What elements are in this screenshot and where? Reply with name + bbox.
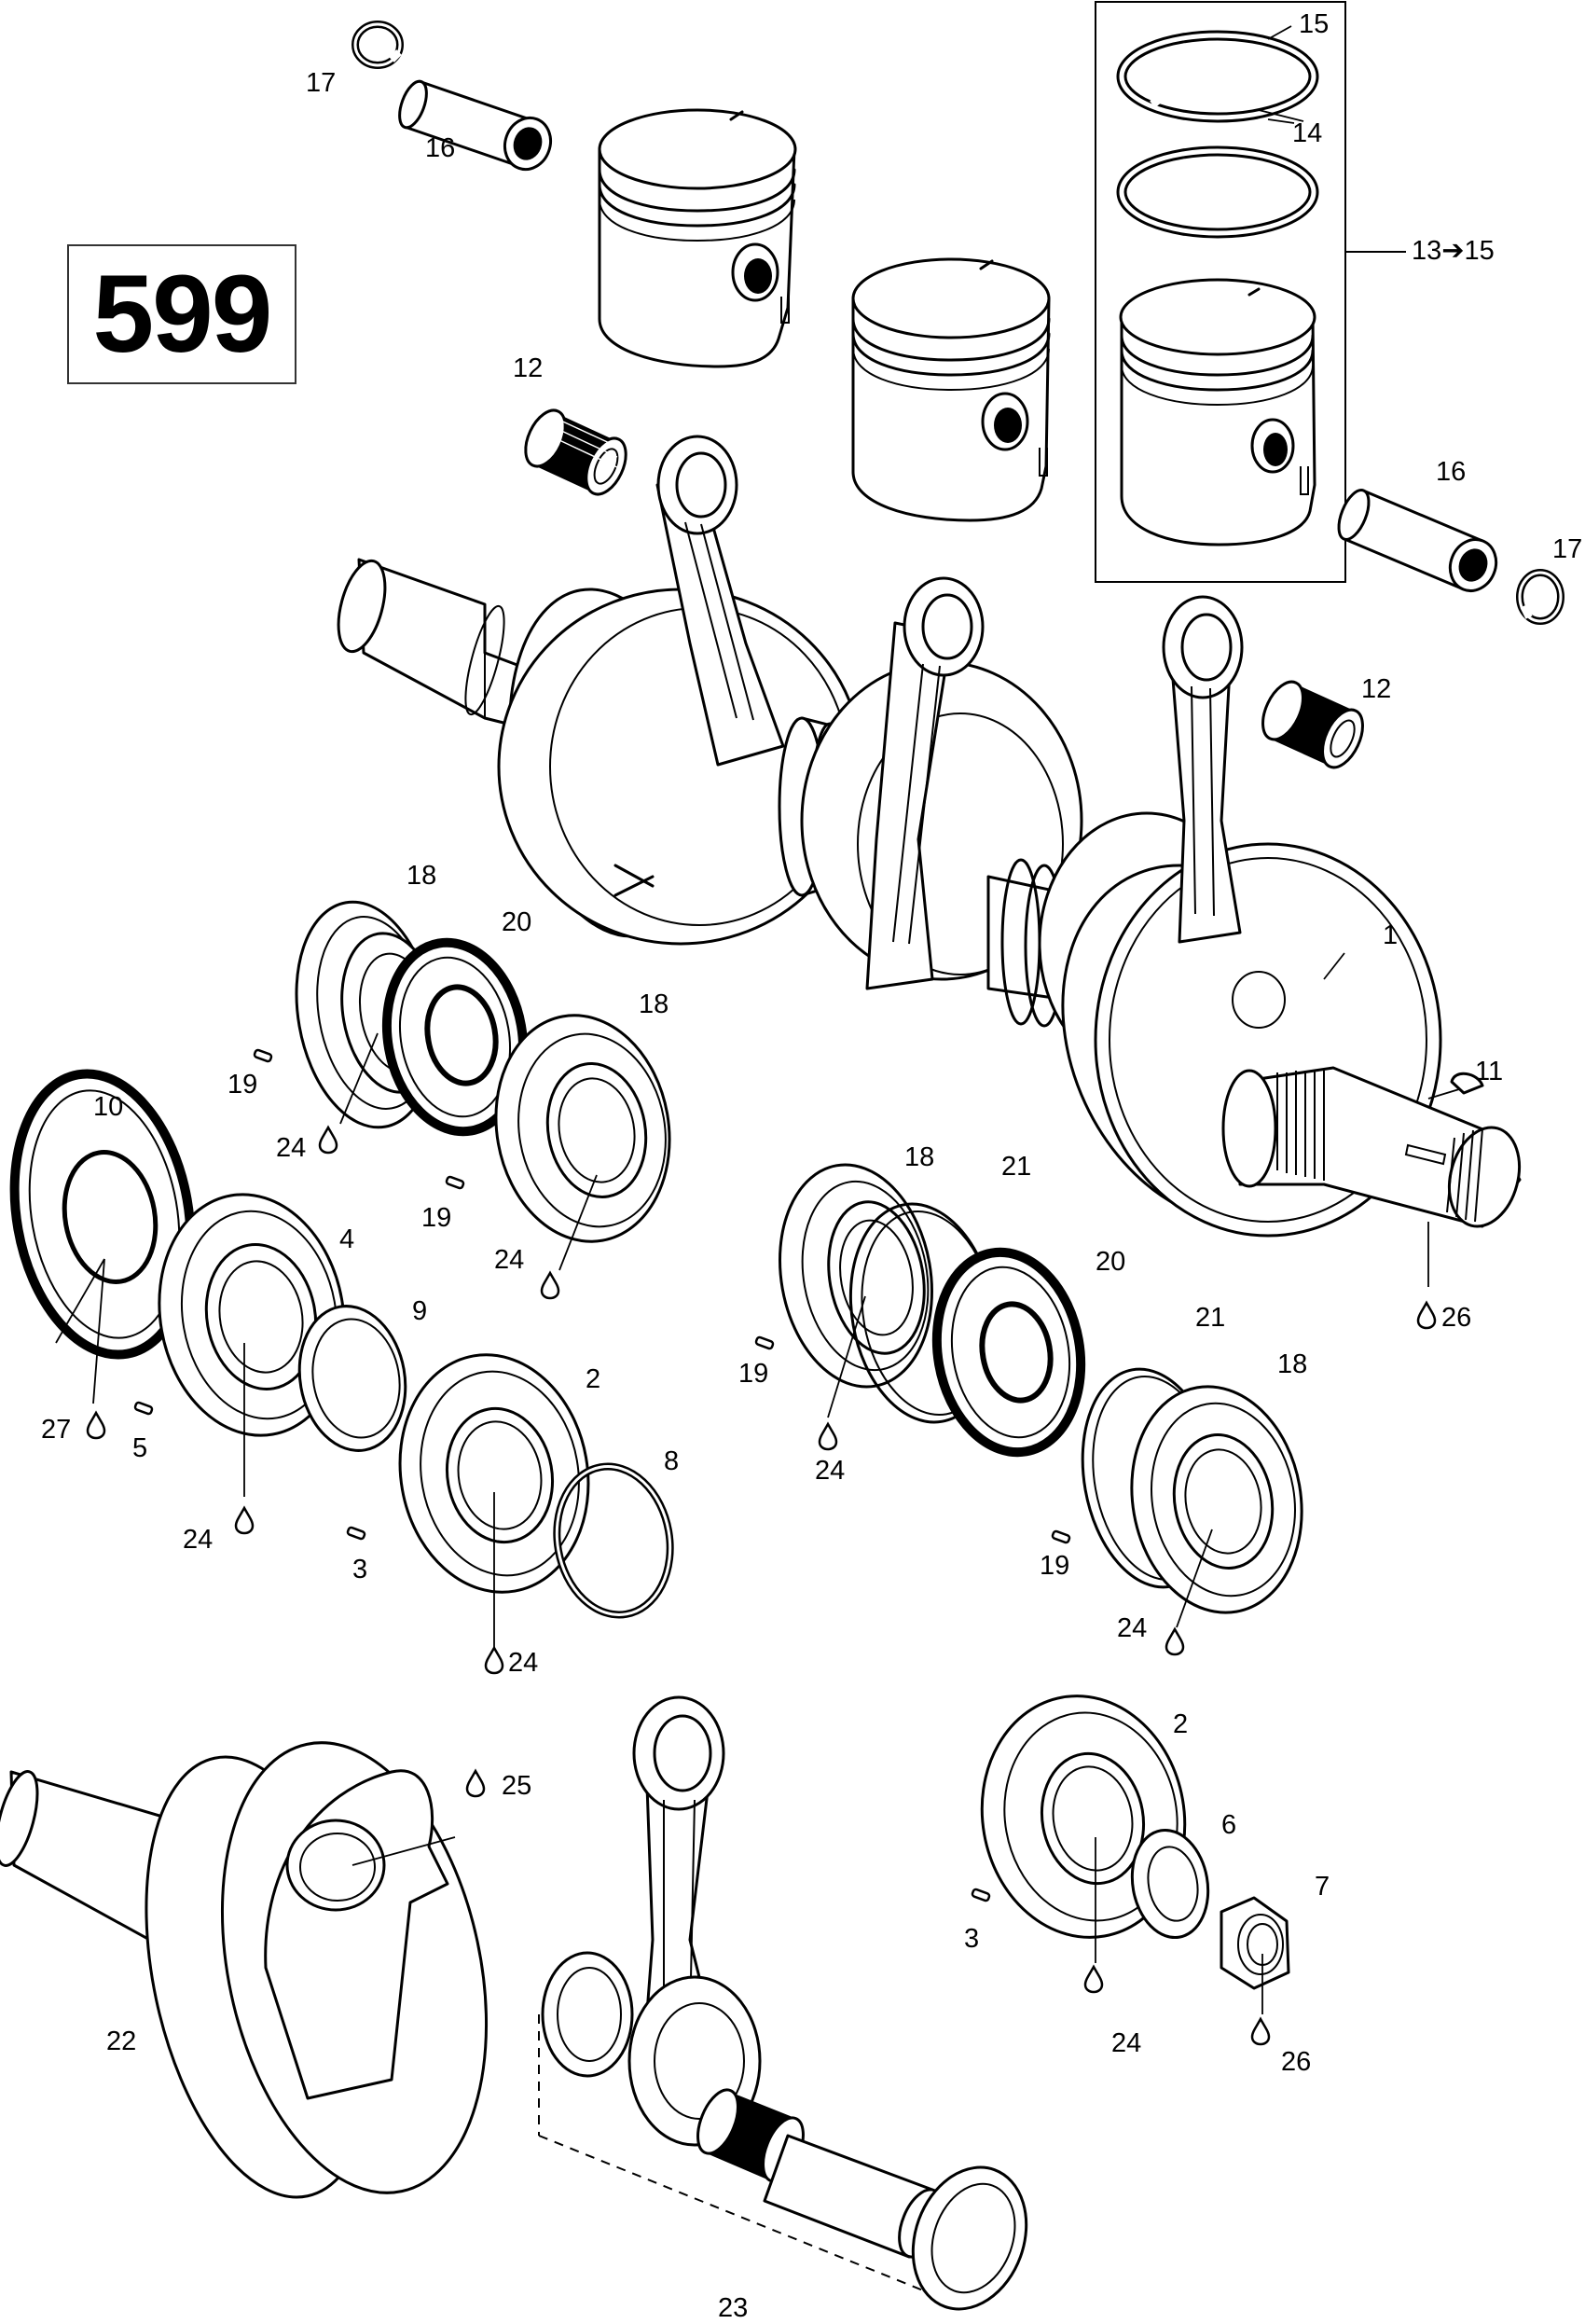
callout-27: 27 xyxy=(41,1415,71,1445)
dowel-pin-3-a xyxy=(345,1525,367,1542)
callout-13-15: 13➔15 xyxy=(1412,236,1495,266)
oil-drop-icon-f xyxy=(234,1506,255,1535)
dowel-pin-5 xyxy=(132,1400,155,1417)
piston-pin-top-left xyxy=(398,79,553,172)
oil-drop-icon-g xyxy=(1165,1627,1185,1656)
callout-2: 2 xyxy=(586,1364,600,1394)
callout-22: 22 xyxy=(106,2027,136,2056)
crankshaft-half-22 xyxy=(0,1741,489,2199)
needle-bearing-upper-left xyxy=(524,408,627,496)
callout-17: 17 xyxy=(306,68,336,98)
diagram-number-box: 599 xyxy=(67,244,296,384)
callout-25: 25 xyxy=(502,1771,531,1801)
dowel-pin-19-c xyxy=(753,1335,776,1351)
dowel-pin-19-d xyxy=(1050,1529,1072,1545)
callout-24: 24 xyxy=(494,1245,524,1275)
piston-ring-lower xyxy=(1116,145,1319,239)
callout-1: 1 xyxy=(1383,920,1398,950)
connecting-rod-assembly-23 xyxy=(538,1695,1028,2311)
callout-24: 24 xyxy=(508,1648,538,1678)
needle-bearing-right xyxy=(1261,680,1364,769)
snap-ring-8 xyxy=(553,1462,674,1619)
callout-15: 15 xyxy=(1299,9,1329,39)
ball-bearing-18-lower xyxy=(494,1014,671,1243)
callout-24: 24 xyxy=(1117,1613,1147,1643)
oil-drop-icon-j xyxy=(1083,1965,1104,1994)
callout-8: 8 xyxy=(664,1446,679,1476)
callout-16: 16 xyxy=(425,133,455,163)
callout-2: 2 xyxy=(1173,1709,1188,1739)
callout-19: 19 xyxy=(1040,1551,1069,1581)
callout-6: 6 xyxy=(1221,1810,1236,1840)
leader-lines xyxy=(55,25,1460,2014)
callout-5: 5 xyxy=(132,1433,147,1463)
diagram-number: 599 xyxy=(92,253,273,376)
callout-24: 24 xyxy=(1111,2028,1141,2058)
oil-drop-icon-e xyxy=(818,1422,838,1451)
oil-drop-icon-c xyxy=(1416,1301,1437,1330)
oil-drop-icon-h xyxy=(484,1646,504,1675)
oil-drop-icon-b xyxy=(540,1271,560,1300)
callout-20: 20 xyxy=(1096,1247,1125,1277)
oil-drop-icon-a xyxy=(318,1126,338,1155)
callout-24: 24 xyxy=(183,1525,213,1555)
callout-20: 20 xyxy=(502,907,531,937)
piston-ring-upper xyxy=(1116,30,1319,123)
callout-21: 21 xyxy=(1001,1152,1031,1182)
dowel-pin-19-a xyxy=(252,1047,274,1064)
callout-18: 18 xyxy=(904,1142,934,1172)
callout-labels: 1 2 2 3 3 4 5 6 7 8 9 10 11 12 12 13➔15 … xyxy=(41,9,1582,2323)
oil-drop-icon-i xyxy=(465,1769,486,1798)
oil-seal-20-upper xyxy=(381,937,529,1137)
ball-bearing-4 xyxy=(158,1193,346,1437)
callout-7: 7 xyxy=(1315,1872,1330,1902)
oil-drop-icon-k xyxy=(1250,2017,1271,2046)
ball-bearing-18-mid-upper xyxy=(779,1163,933,1389)
circlip-top-left xyxy=(351,21,404,69)
nut-7 xyxy=(1220,1896,1290,1990)
callout-24: 24 xyxy=(815,1456,845,1486)
callout-11: 11 xyxy=(1475,1057,1503,1086)
callout-24: 24 xyxy=(276,1133,306,1163)
callout-12: 12 xyxy=(513,353,543,383)
piston-kit-box xyxy=(1095,1,1346,583)
lock-washer-6 xyxy=(1130,1828,1210,1940)
callout-17: 17 xyxy=(1552,534,1582,564)
callout-12: 12 xyxy=(1361,674,1391,704)
ball-bearing-18-mid-lower xyxy=(1130,1385,1303,1614)
circlip-right xyxy=(1516,569,1564,625)
callout-4: 4 xyxy=(339,1224,354,1254)
callout-18: 18 xyxy=(1277,1349,1307,1379)
piston-left xyxy=(598,108,797,368)
oil-seal-20-mid xyxy=(931,1247,1086,1458)
callout-18: 18 xyxy=(407,861,436,891)
callout-21: 21 xyxy=(1195,1303,1225,1333)
callout-16: 16 xyxy=(1436,457,1466,487)
callout-19: 19 xyxy=(227,1070,257,1100)
piston-kit xyxy=(1119,278,1316,546)
callout-18: 18 xyxy=(639,989,668,1019)
callout-3: 3 xyxy=(964,1924,979,1954)
ball-bearing-2-left xyxy=(398,1353,590,1594)
spacer-ring-9 xyxy=(297,1305,407,1452)
oil-drop-icon-d xyxy=(86,1411,106,1440)
callout-23: 23 xyxy=(718,2293,748,2323)
crankshaft-assembly xyxy=(337,435,1522,1238)
dowel-pin-19-b xyxy=(444,1174,466,1191)
callout-19: 19 xyxy=(738,1359,768,1389)
callout-26: 26 xyxy=(1281,2047,1311,2077)
callout-10: 10 xyxy=(93,1092,123,1122)
dowel-pin-3-b xyxy=(970,1887,992,1903)
callout-14: 14 xyxy=(1292,118,1322,148)
callout-9: 9 xyxy=(412,1296,427,1326)
callout-26: 26 xyxy=(1441,1303,1471,1333)
piston-middle xyxy=(851,257,1051,522)
woodruff-key xyxy=(1450,1072,1484,1095)
callout-3: 3 xyxy=(352,1555,367,1584)
callout-19: 19 xyxy=(421,1203,451,1233)
oil-seal-10 xyxy=(9,1069,196,1360)
piston-pin-right xyxy=(1337,489,1498,592)
